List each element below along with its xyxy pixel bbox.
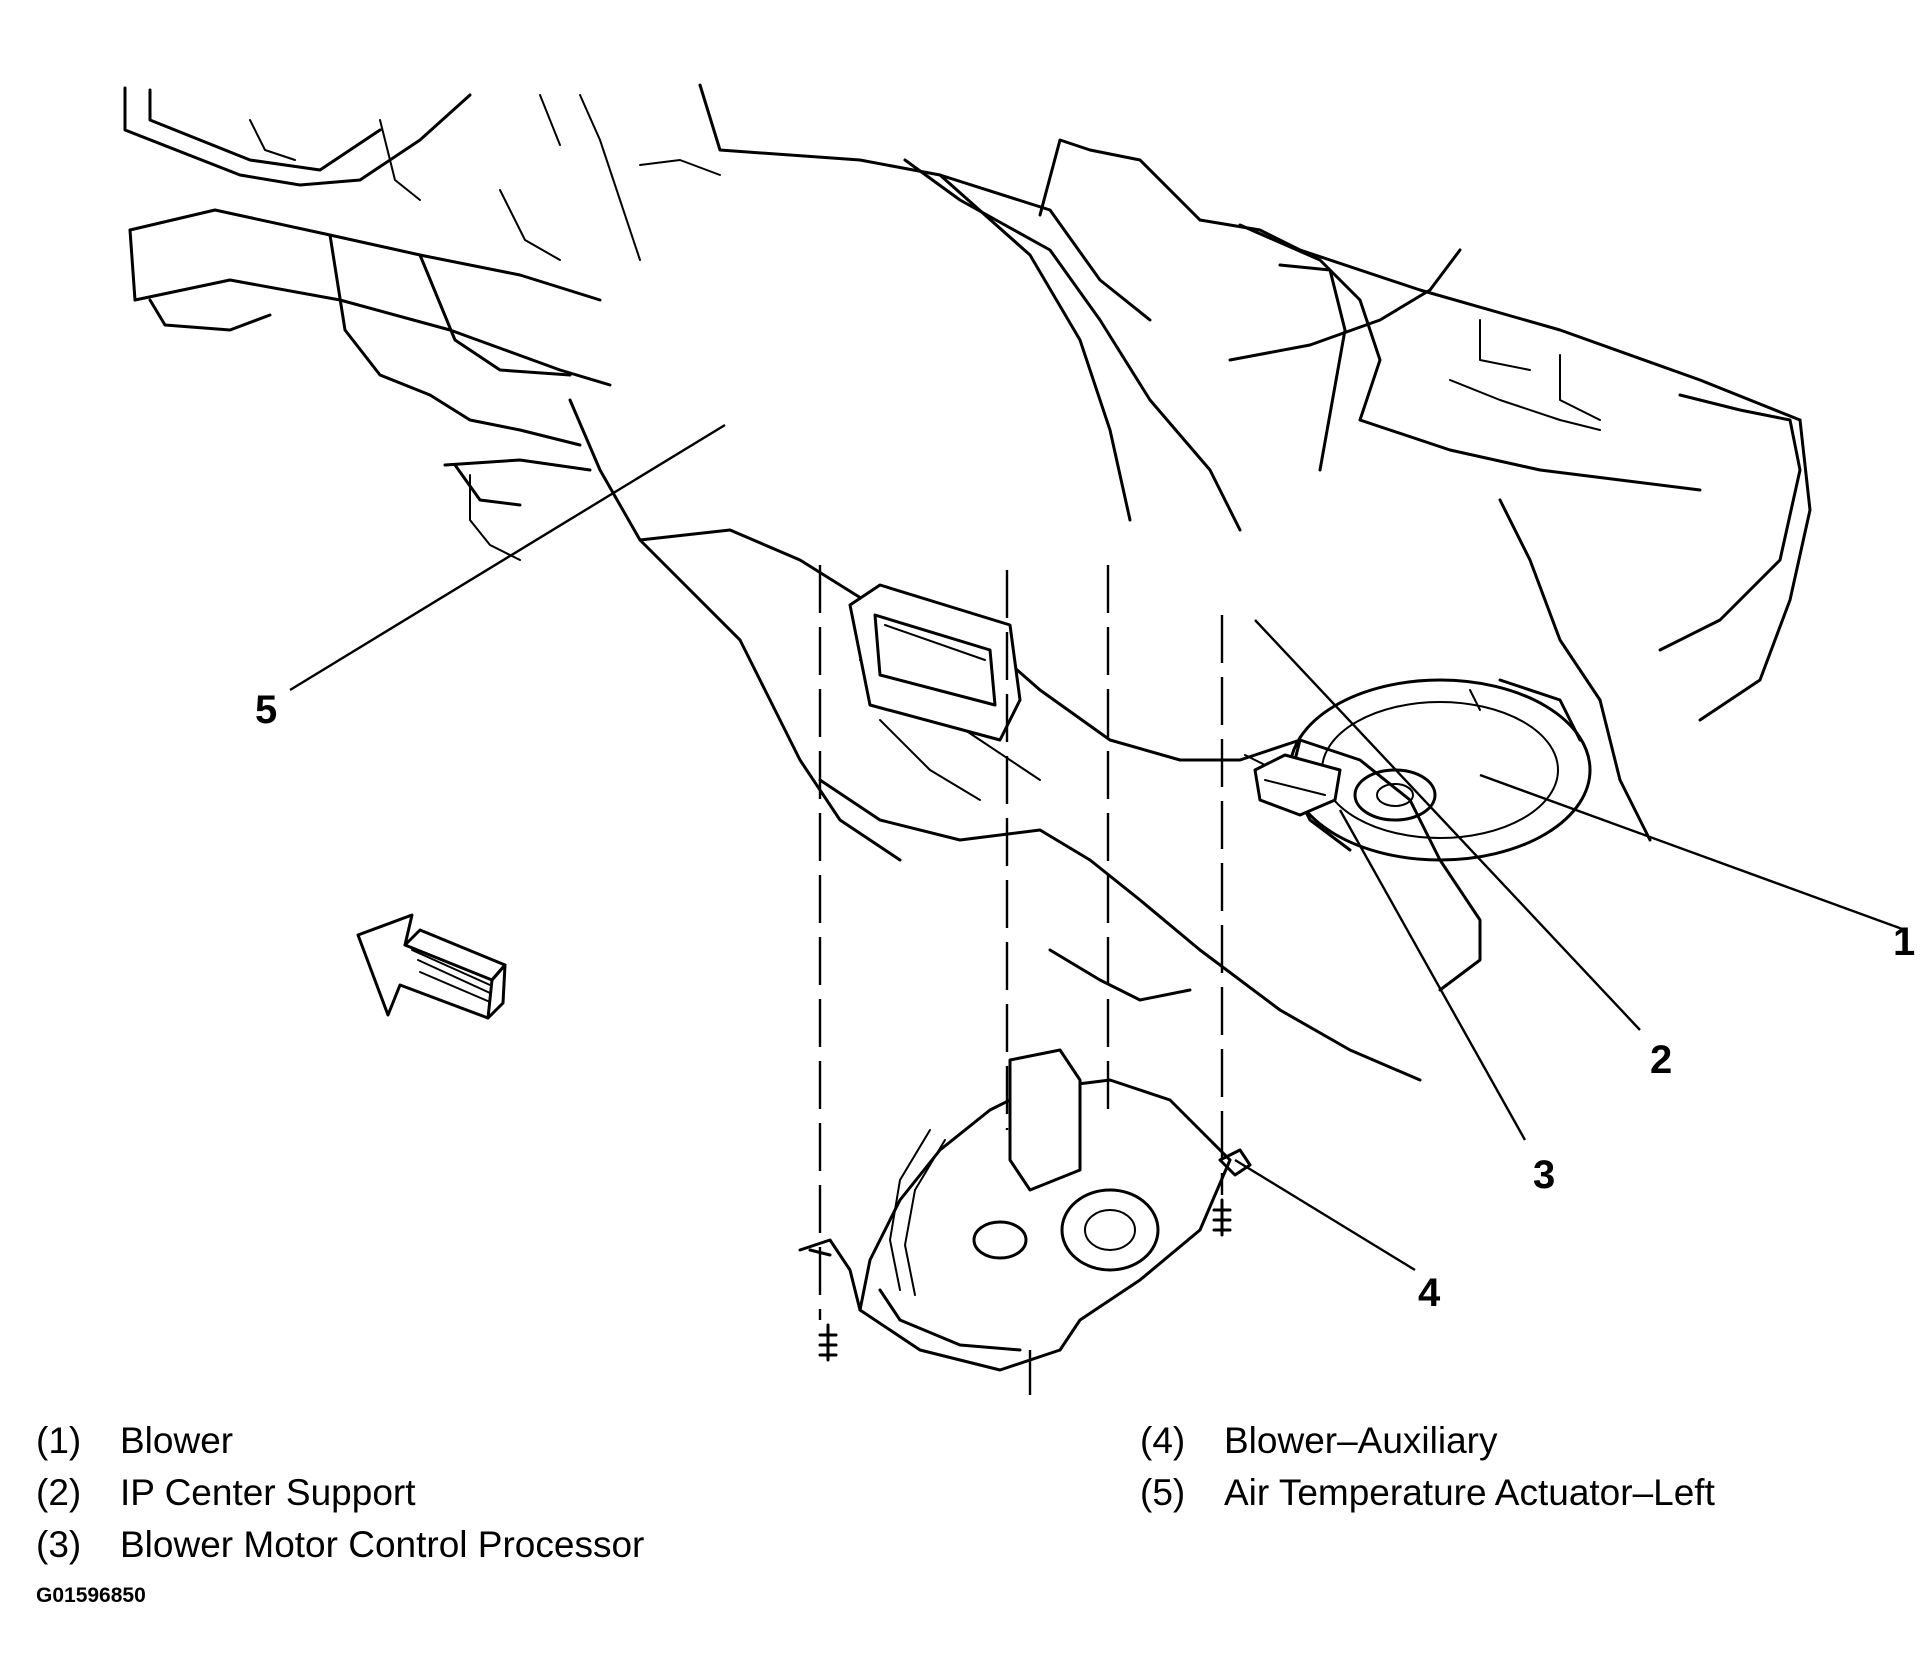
callout-1: 1 [1893,920,1916,964]
legend-number: (2) [36,1472,82,1513]
auxiliary-blower [798,1048,1252,1372]
forward-arrow [356,913,507,1020]
callout-2: 2 [1650,1038,1673,1082]
callout-3: 3 [1533,1153,1556,1197]
legend-number: (5) [1140,1472,1186,1513]
blower-motor-control-processor [1244,753,1342,817]
legend-number: (1) [36,1420,82,1461]
legend-item-blower-auxiliary: (4) Blower–Auxiliary [1140,1420,1498,1462]
legend-item-air-temperature-actuator-left: (5) Air Temperature Actuator–Left [1140,1472,1715,1514]
lower-duct [568,398,1482,1082]
figure-id: G01596850 [36,1584,146,1607]
legend-label: Air Temperature Actuator–Left [1224,1472,1715,1513]
callout-4: 4 [1418,1271,1441,1315]
legend-number: (3) [36,1524,82,1565]
duct-outlet [848,583,1022,742]
legend-label: Blower [120,1420,234,1461]
legend-item-ip-center-support: (2) IP Center Support [36,1472,416,1514]
callout-5: 5 [255,688,278,732]
legend-item-blower: (1) Blower [36,1420,233,1462]
legend-label: Blower Motor Control Processor [120,1524,645,1565]
legend-number: (4) [1140,1420,1186,1461]
legend-item-blower-motor-control-processor: (3) Blower Motor Control Processor [36,1524,644,1566]
leader-lines [289,423,1906,1272]
fasteners [818,1198,1232,1362]
installation-lines [818,565,1224,1395]
heater-case-and-support [698,83,1812,842]
legend-label: IP Center Support [120,1472,416,1513]
legend-label: Blower–Auxiliary [1224,1420,1498,1461]
instrument-panel-structure [123,86,721,561]
